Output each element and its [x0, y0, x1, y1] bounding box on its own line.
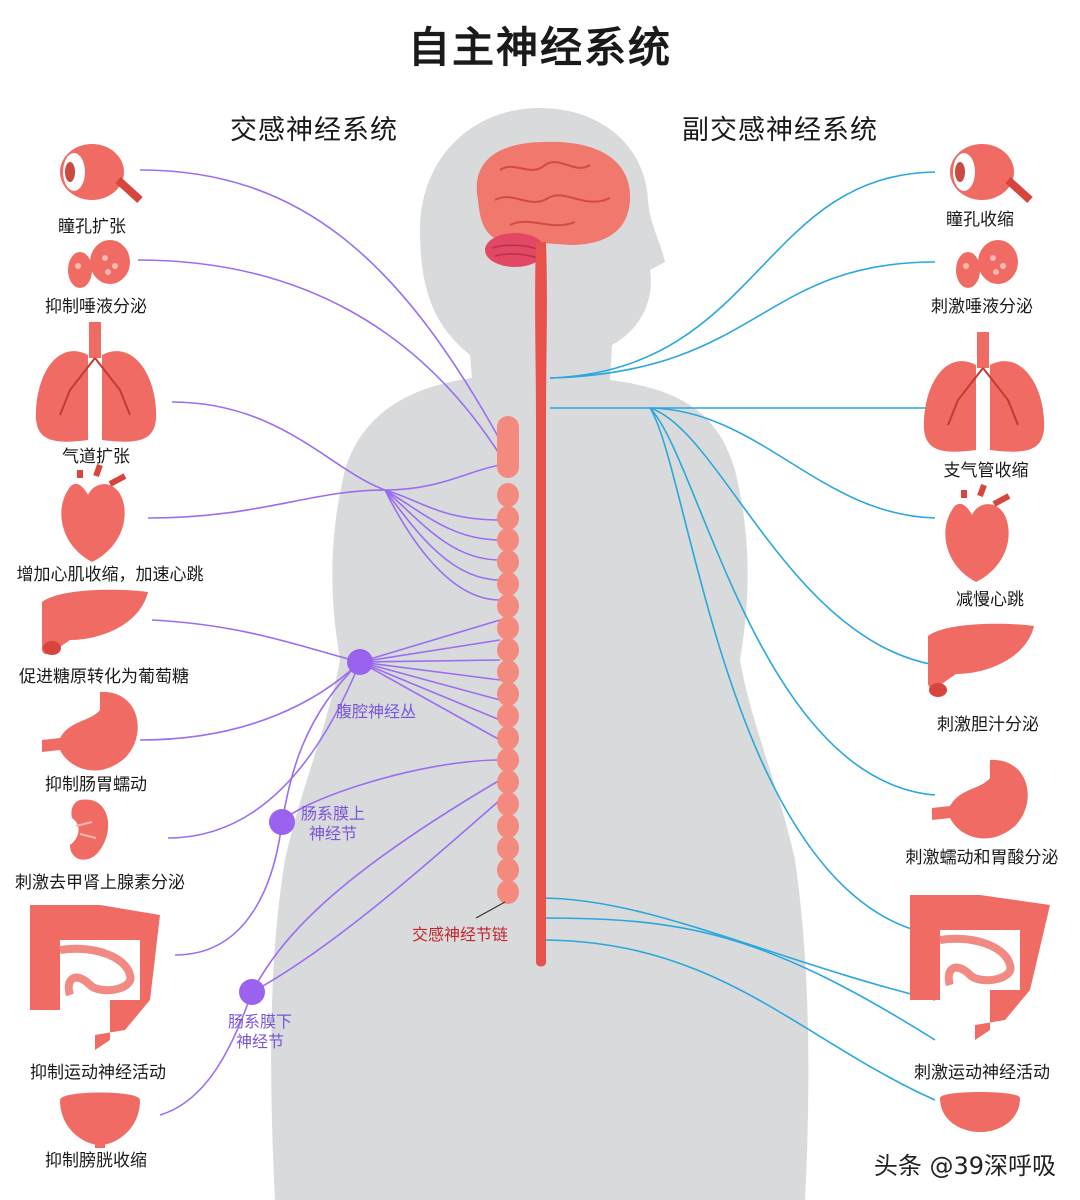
- salivary-gland-icon: [956, 240, 1018, 288]
- salivary-gland-icon: [68, 240, 130, 288]
- intestine-icon: [910, 895, 1050, 1040]
- watermark: 头条 @39深呼吸: [873, 1152, 1056, 1180]
- label-stimulate-saliva: 刺激唾液分泌: [931, 297, 1033, 317]
- label-inhibit-motor: 抑制运动神经活动: [30, 1063, 166, 1083]
- label-stimulate-motor: 刺激运动神经活动: [914, 1063, 1050, 1083]
- label-noradrenaline: 刺激去甲肾上腺素分泌: [15, 873, 185, 893]
- lungs-icon: [35, 322, 157, 442]
- label-inhibit-peristalsis: 抑制肠胃蠕动: [45, 775, 147, 795]
- label-airway-dilation: 气道扩张: [62, 447, 130, 467]
- eye-icon: [950, 144, 1033, 203]
- liver-icon: [42, 589, 148, 655]
- sympathetic-heading: 交感神经系统: [230, 115, 398, 146]
- parasympathetic-heading: 副交感神经系统: [682, 115, 878, 146]
- intestine-icon: [30, 905, 160, 1050]
- page-title: 自主神经系统: [407, 23, 672, 72]
- label-bronchoconstriction: 支气管收缩: [943, 461, 1029, 481]
- sympathetic-nerves: [137, 169, 501, 1116]
- label-peristalsis-acid: 刺激蠕动和胃酸分泌: [905, 848, 1059, 868]
- inferior-mesenteric-ganglion-node: [239, 979, 265, 1005]
- stomach-icon: [932, 759, 1028, 839]
- superior-mesenteric-ganglion-node: [269, 809, 295, 835]
- lungs-icon: [923, 332, 1045, 452]
- spinal-cord: [535, 242, 547, 967]
- chain-pointer-line: [475, 901, 506, 919]
- label-slow-heart: 减慢心跳: [956, 590, 1024, 610]
- eye-icon: [60, 144, 143, 203]
- heart-icon: [945, 483, 1011, 582]
- bladder-icon: [60, 1092, 140, 1148]
- bladder-icon: [940, 1092, 1020, 1132]
- sympathetic-chain-label: 交感神经节链: [411, 925, 509, 944]
- celiac-plexus-label: 腹腔神经丛: [335, 702, 417, 721]
- label-glycogen: 促进糖原转化为葡萄糖: [19, 667, 189, 687]
- label-inhibit-bladder: 抑制膀胱收缩: [45, 1151, 147, 1171]
- label-increase-heart: 增加心肌收缩，加速心跳: [16, 565, 204, 585]
- label-stimulate-bile: 刺激胆汁分泌: [937, 715, 1039, 735]
- heart-icon: [61, 463, 127, 562]
- liver-icon: [928, 623, 1034, 697]
- label-inhibit-saliva: 抑制唾液分泌: [45, 297, 147, 317]
- sympathetic-ganglion-chain: [497, 416, 519, 904]
- kidney-icon: [70, 799, 109, 860]
- brain-icon: [476, 141, 631, 267]
- label-pupil-dilation: 瞳孔扩张: [58, 217, 126, 237]
- superior-mesenteric-label: 肠系膜上 神经节: [300, 804, 366, 843]
- parasympathetic-nerves: [539, 171, 936, 1101]
- inferior-mesenteric-label: 肠系膜下 神经节: [227, 1012, 293, 1051]
- stomach-icon: [42, 691, 138, 771]
- label-pupil-constriction: 瞳孔收缩: [946, 210, 1014, 230]
- celiac-plexus-node: [347, 649, 373, 675]
